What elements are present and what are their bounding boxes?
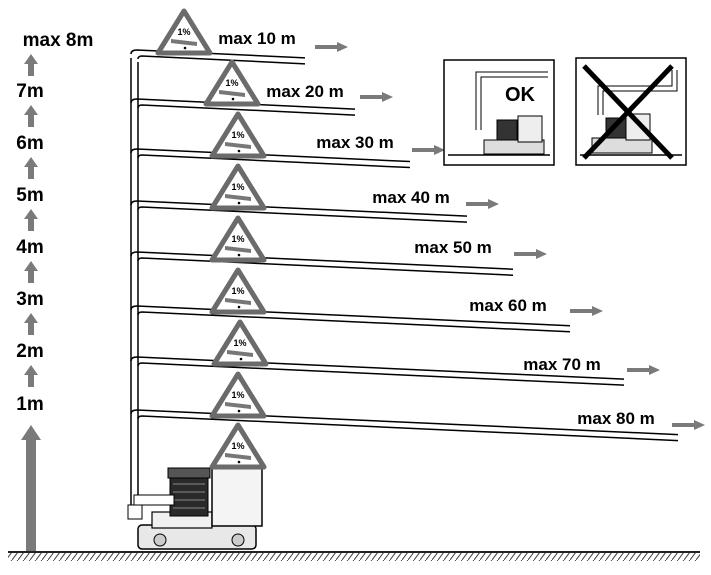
pipe-run bbox=[130, 305, 571, 327]
ground bbox=[8, 551, 700, 561]
right-arrow-icon bbox=[672, 420, 705, 430]
height-label: 7m bbox=[16, 81, 43, 102]
run-length-label: max 30 m bbox=[316, 133, 394, 152]
pipe-run bbox=[130, 356, 625, 380]
pipe-run bbox=[137, 257, 514, 276]
height-label: max 8m bbox=[23, 30, 94, 51]
up-arrow-icon bbox=[24, 209, 38, 231]
incorrect-installation-panel bbox=[575, 57, 687, 166]
run-length-label: max 20 m bbox=[266, 82, 344, 101]
slope-percent-label: 1% bbox=[231, 390, 244, 400]
right-arrow-icon bbox=[466, 199, 499, 209]
up-arrow-icon bbox=[24, 157, 38, 179]
pipe-run bbox=[130, 98, 356, 110]
slope-warning-icon: 1% bbox=[209, 215, 267, 263]
slope-warning-icon: 1% bbox=[209, 111, 267, 159]
slope-warning-icon: 1% bbox=[209, 163, 267, 211]
riser-pipe bbox=[130, 58, 139, 505]
height-label: 4m bbox=[16, 237, 43, 258]
run-length-label: max 40 m bbox=[372, 188, 450, 207]
pipe-run bbox=[130, 49, 306, 59]
pipe-run bbox=[137, 104, 356, 116]
run-length-label: max 60 m bbox=[469, 296, 547, 315]
right-arrow-icon bbox=[412, 145, 445, 155]
height-label: 2m bbox=[16, 341, 43, 362]
right-arrow-icon bbox=[360, 92, 393, 102]
pipe-run bbox=[130, 409, 679, 436]
slope-percent-label: 1% bbox=[177, 27, 190, 37]
slope-percent-label: 1% bbox=[231, 130, 244, 140]
correct-installation-panel: OK bbox=[443, 59, 555, 166]
run-length-label: max 50 m bbox=[414, 238, 492, 257]
slope-warning-icon: 1% bbox=[209, 422, 267, 470]
pipe-run bbox=[137, 362, 625, 386]
up-arrow-icon bbox=[24, 261, 38, 283]
discharge-runs: max 10 m max 20 m max 30 m max 40 m max 50 m… bbox=[130, 29, 705, 442]
pipe-run bbox=[137, 154, 411, 169]
height-label: 1m bbox=[16, 394, 43, 415]
height-label: 3m bbox=[16, 289, 43, 310]
run-length-label: max 10 m bbox=[218, 29, 296, 48]
up-arrow-icon bbox=[24, 365, 38, 387]
slope-percent-label: 1% bbox=[231, 441, 244, 451]
slope-percent-label: 1% bbox=[231, 234, 244, 244]
slope-signs: 1% 1% 1% 1% 1% 1% 1% 1% 1% bbox=[155, 8, 269, 470]
pipe-run bbox=[130, 251, 514, 270]
pump-unit bbox=[127, 467, 263, 550]
height-scale: max 8m 7m 6m 5m 4m 3m 2m 1m bbox=[16, 30, 93, 552]
up-arrow-icon bbox=[24, 105, 38, 127]
right-arrow-icon bbox=[627, 365, 660, 375]
slope-warning-icon: 1% bbox=[155, 8, 213, 56]
pipe-run bbox=[137, 415, 679, 442]
height-label: 5m bbox=[16, 185, 43, 206]
slope-percent-label: 1% bbox=[231, 286, 244, 296]
slope-percent-label: 1% bbox=[233, 338, 246, 348]
up-arrow-icon bbox=[21, 425, 41, 552]
slope-warning-icon: 1% bbox=[203, 59, 261, 107]
pipe-run bbox=[137, 206, 468, 223]
right-arrow-icon bbox=[315, 42, 348, 52]
up-arrow-icon bbox=[24, 313, 38, 335]
pipe-run bbox=[137, 311, 571, 333]
slope-percent-label: 1% bbox=[231, 182, 244, 192]
run-length-label: max 80 m bbox=[577, 409, 655, 428]
slope-warning-icon: 1% bbox=[209, 371, 267, 419]
right-arrow-icon bbox=[514, 249, 547, 259]
slope-warning-icon: 1% bbox=[209, 267, 267, 315]
slope-warning-icon: 1% bbox=[211, 319, 269, 367]
slope-percent-label: 1% bbox=[225, 78, 238, 88]
right-arrow-icon bbox=[570, 306, 603, 316]
pipe-run bbox=[130, 148, 411, 163]
height-label: 6m bbox=[16, 133, 43, 154]
run-length-label: max 70 m bbox=[523, 355, 601, 374]
ok-label: OK bbox=[505, 84, 536, 106]
pipe-run bbox=[130, 200, 468, 217]
pipe-run bbox=[137, 55, 306, 65]
up-arrow-icon bbox=[24, 54, 38, 76]
